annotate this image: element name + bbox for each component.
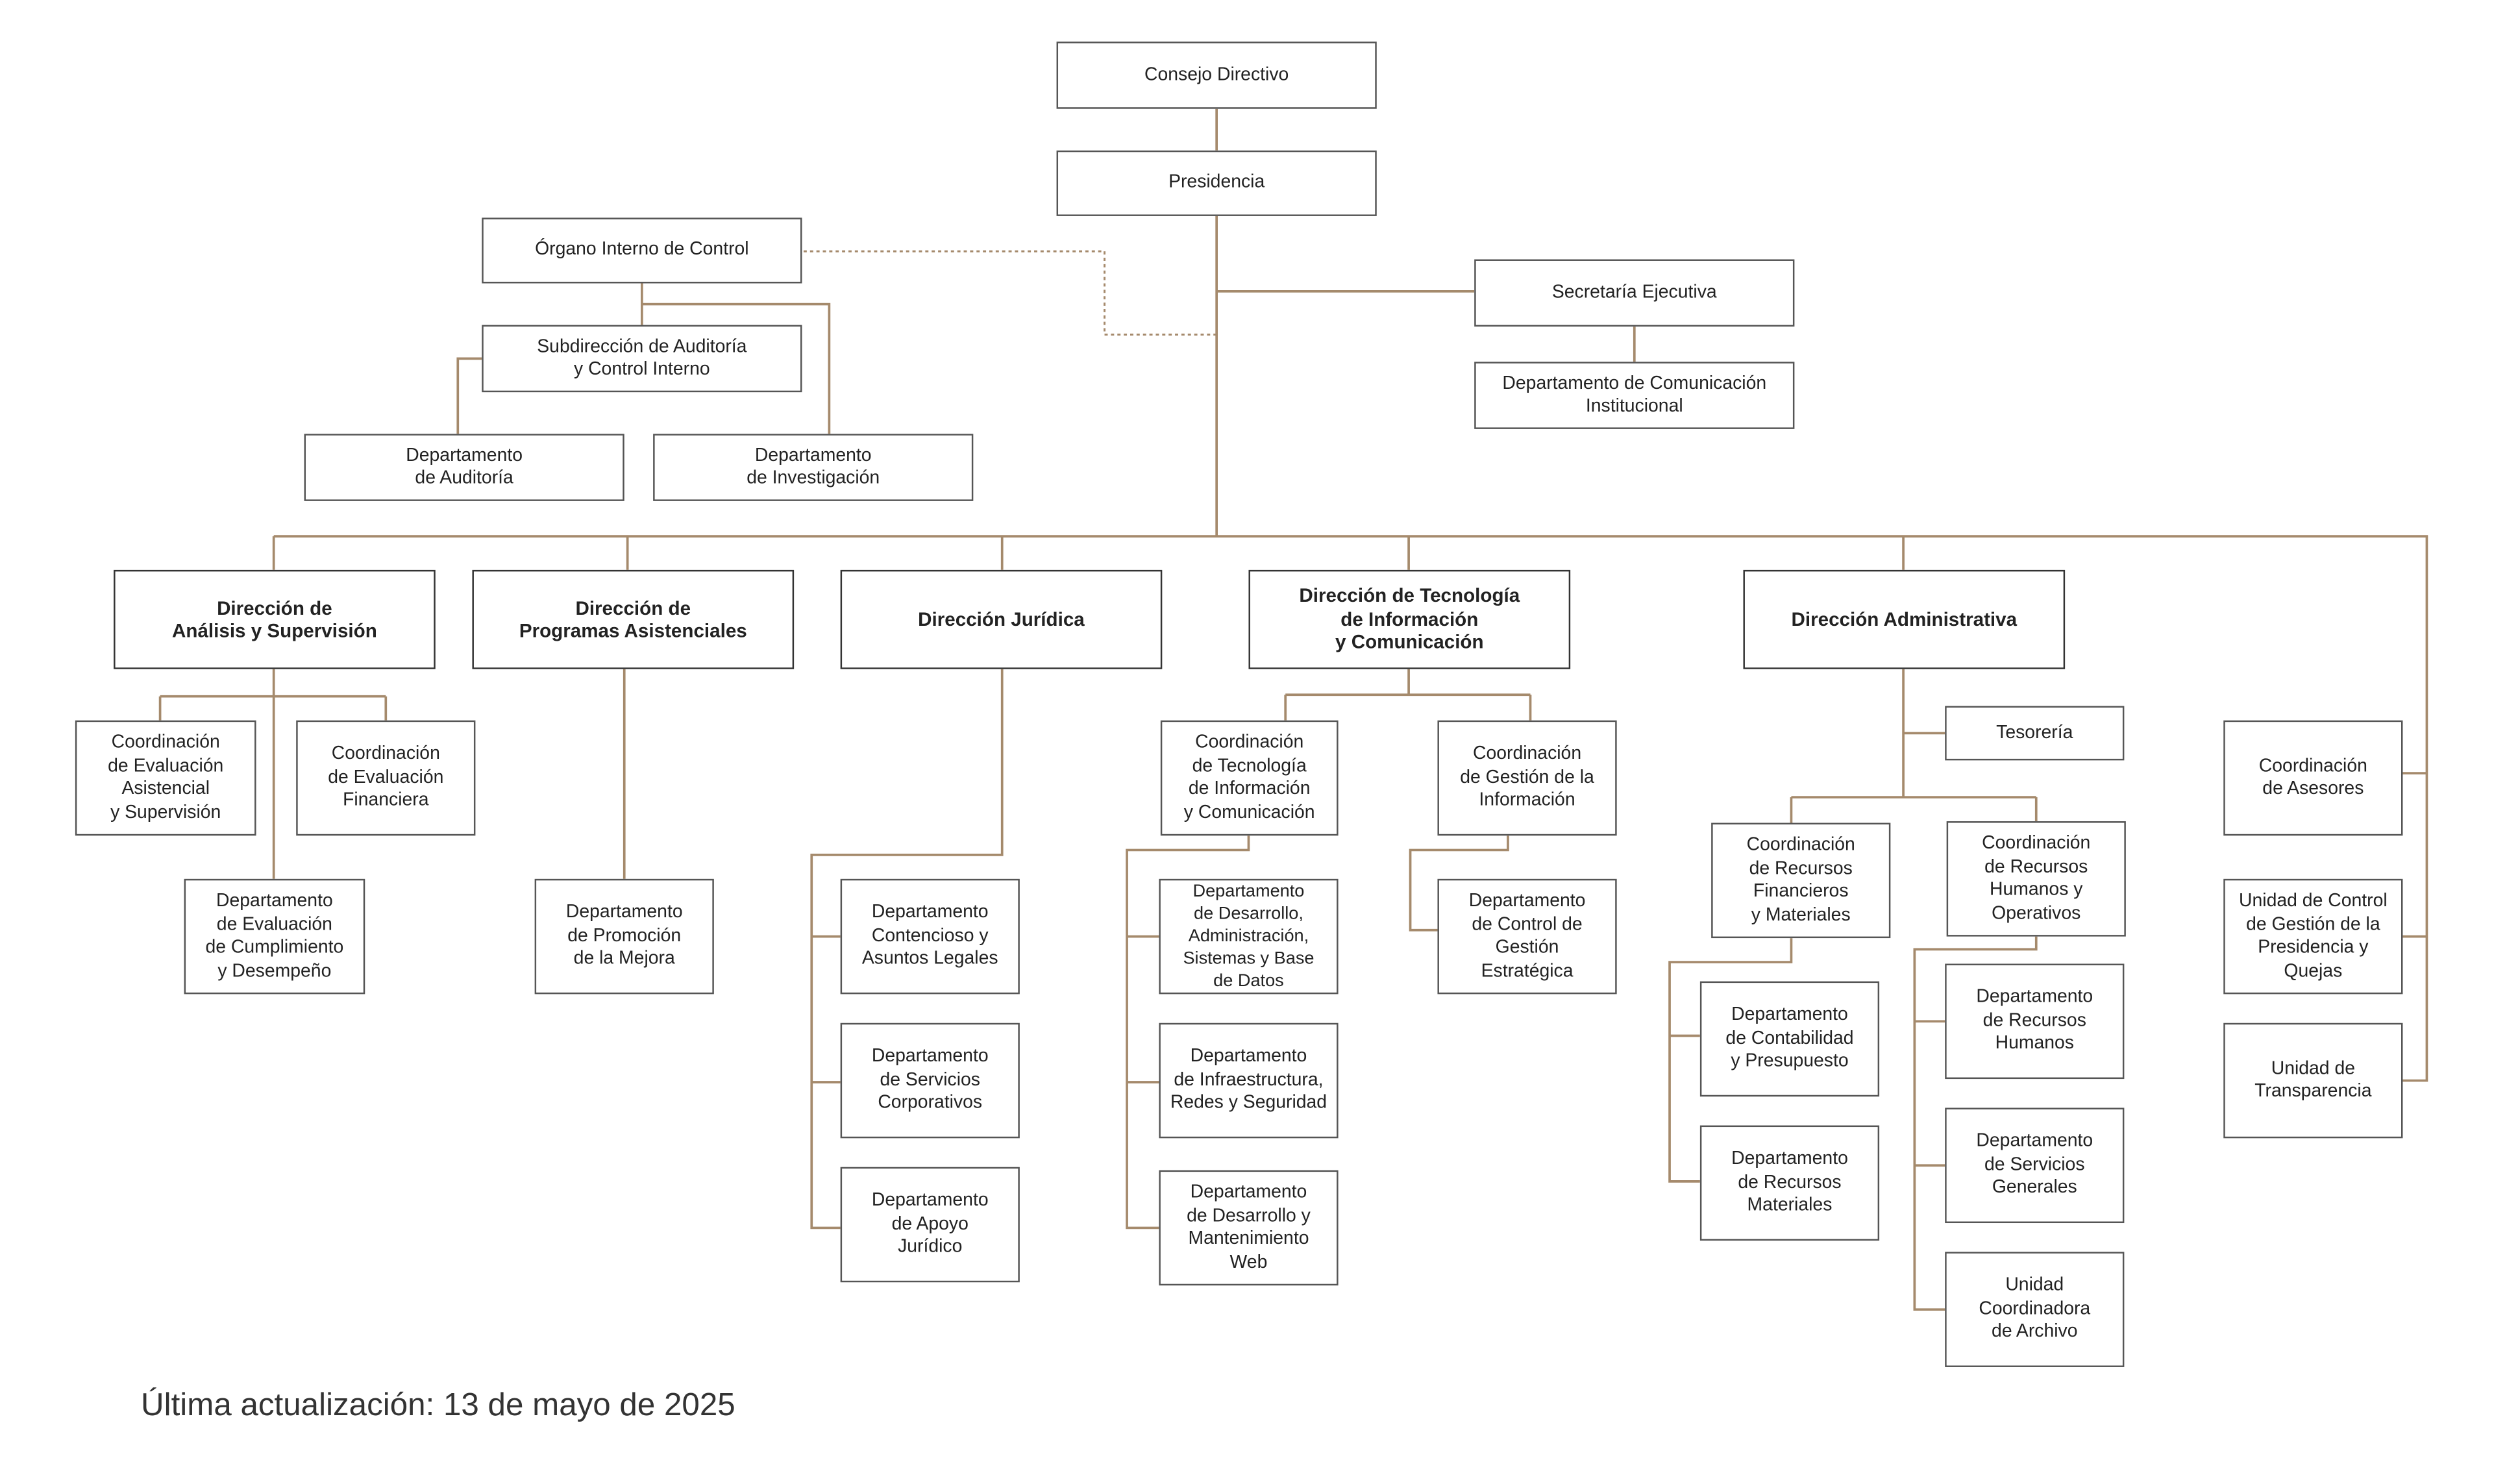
connector xyxy=(456,357,482,434)
node-depto-investigacion: Departamento de Investigación xyxy=(653,434,974,501)
node-consejo-directivo: Consejo Directivo xyxy=(1056,42,1377,109)
node-coord-eval-financiera: Coordinación de Evaluación Financiera xyxy=(296,720,476,836)
node-depto-promocion: Departamento de Promoción de la Mejora xyxy=(534,878,714,995)
node-coord-asesores: Coordinación de Asesores xyxy=(2223,720,2403,836)
node-coord-recursos-financieros: Coordinación de Recursos Financieros y M… xyxy=(1711,822,1891,939)
node-dir-tecnologia: Dirección de Tecnología de Información y… xyxy=(1248,569,1571,669)
node-depto-servicios-generales: Departamento de Servicios Generales xyxy=(1945,1107,2125,1224)
node-coord-eval-asistencial: Coordinación de Evaluación Asistencial y… xyxy=(75,720,256,836)
node-depto-servicios-corporativos: Departamento de Servicios Corporativos xyxy=(840,1022,1020,1139)
node-unidad-transparencia: Unidad de Transparencia xyxy=(2223,1022,2403,1139)
connector xyxy=(273,535,2428,1082)
connector-dotted xyxy=(803,250,1217,336)
node-coord-tecnologia: Coordinación de Tecnología de Informació… xyxy=(1160,720,1339,836)
connector xyxy=(1409,835,1509,932)
connector xyxy=(1126,835,1250,1230)
node-dir-juridica: Dirección Jurídica xyxy=(840,569,1163,669)
node-unidad-coordinadora-archivo: Unidad Coordinadora de Archivo xyxy=(1945,1252,2125,1367)
node-secretaria-ejecutiva: Secretaría Ejecutiva xyxy=(1474,259,1795,327)
node-depto-apoyo-juridico: Departamento de Apoyo Jurídico xyxy=(840,1167,1020,1283)
node-depto-contencioso: Departamento Contencioso y Asuntos Legal… xyxy=(840,878,1020,995)
node-subdireccion-auditoria: Subdirección de Auditoría y Control Inte… xyxy=(482,325,802,393)
node-depto-recursos-humanos: Departamento de Recursos Humanos xyxy=(1945,963,2125,1080)
node-depto-comunicacion: Departamento de Comunicación Institucion… xyxy=(1474,362,1795,429)
node-dir-analisis-supervision: Dirección de Análisis y Supervisión xyxy=(114,569,436,669)
node-depto-control-gestion-estrategica: Departamento de Control de Gestión Estra… xyxy=(1437,878,1617,995)
node-dir-administrativa: Dirección Administrativa xyxy=(1743,569,2066,669)
node-depto-auditoria: Departamento de Auditoría xyxy=(304,434,624,501)
last-updated-text: Última actualización: 13 de mayo de 2025 xyxy=(141,1388,735,1424)
connector xyxy=(1668,938,1793,1183)
node-tesoreria: Tesorería xyxy=(1945,706,2125,761)
node-presidencia: Presidencia xyxy=(1056,150,1377,216)
node-coord-gestion-informacion: Coordinación de Gestión de la Informació… xyxy=(1437,720,1617,836)
node-depto-desarrollo-administracion: Departamento de Desarrollo, Administraci… xyxy=(1159,878,1339,995)
node-coord-recursos-humanos: Coordinación de Recursos Humanos y Opera… xyxy=(1946,821,2126,937)
node-depto-infraestructura: Departamento de Infraestructura, Redes y… xyxy=(1159,1022,1339,1139)
connector xyxy=(1913,936,2038,1311)
node-depto-recursos-materiales: Departamento de Recursos Materiales xyxy=(1699,1125,1880,1241)
node-depto-eval-cumplimiento: Departamento de Evaluación de Cumplimien… xyxy=(184,878,365,995)
connector xyxy=(810,669,1004,1230)
connector xyxy=(641,303,831,434)
node-dir-programas-asistenciales: Dirección de Programas Asistenciales xyxy=(472,569,795,669)
node-depto-contabilidad: Departamento de Contabilidad y Presupues… xyxy=(1699,981,1880,1097)
node-depto-desarrollo-web: Departamento de Desarrollo y Mantenimien… xyxy=(1159,1170,1339,1286)
node-organo-interno-control: Órgano Interno de Control xyxy=(482,217,802,284)
node-unidad-control-gestion: Unidad de Control de Gestión de la Presi… xyxy=(2223,878,2403,995)
